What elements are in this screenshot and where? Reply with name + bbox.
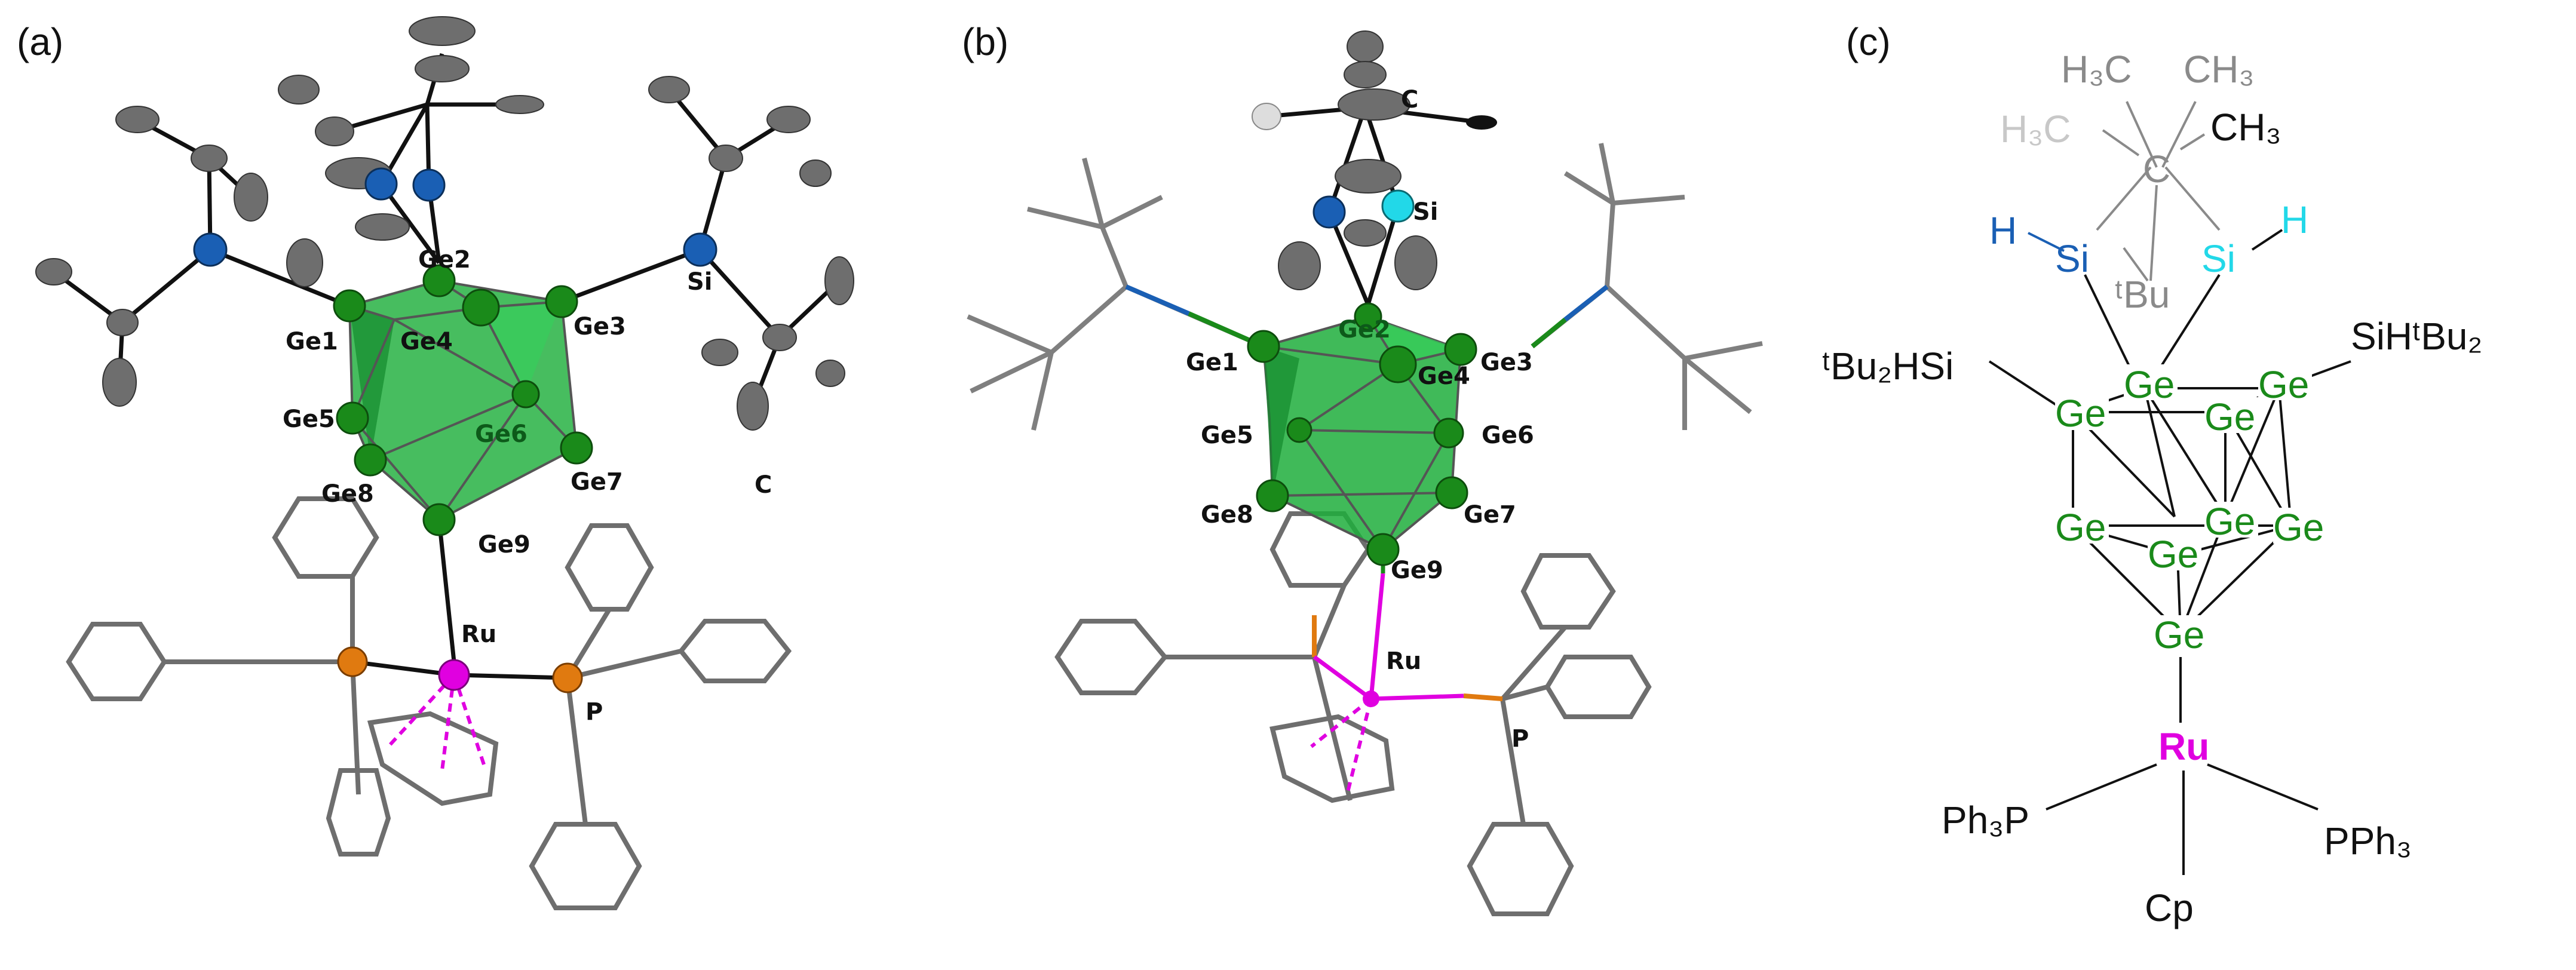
panel-b-label-si: Si — [1413, 198, 1439, 226]
panel-b-label-ru: Ru — [1386, 647, 1421, 675]
panel-c-h-si-bond-right — [2251, 229, 2283, 251]
panel-c-h3c-top: H₃C — [2061, 48, 2132, 91]
panel-a-label-ge3: Ge3 — [574, 313, 626, 340]
panel-c-ph3p: Ph₃P — [1942, 799, 2029, 842]
panel-b-label-ge5: Ge5 — [1201, 422, 1253, 449]
panel-c-h-si-bond-left — [2028, 232, 2065, 252]
panel-c-ch3-top: CH₃ — [2184, 48, 2255, 91]
panel-a-p-atom-right — [552, 662, 583, 693]
panel-a-ge9-cluster — [333, 264, 593, 536]
panel-b-structure: Ge1 Ge2 Ge3 Ge4 Ge5 Ge6 Ge7 Ge8 Ge9 Si C… — [967, 30, 1763, 916]
panel-a-ru-cp-bonds — [387, 673, 486, 771]
panel-c-ge-4: Ge — [2204, 395, 2255, 438]
panel-b-label-ge7: Ge7 — [1464, 501, 1516, 529]
panel-a-label-ru: Ru — [461, 621, 496, 648]
panel-label-c: (c) — [1846, 20, 1891, 63]
panel-b-si-atom-blue — [1312, 195, 1346, 229]
panel-c-ge-5: Ge — [2204, 500, 2255, 543]
panel-a-label-si: Si — [687, 268, 713, 296]
panel-a-label-ge8: Ge8 — [321, 480, 374, 508]
panel-b-ru-cp-dashes — [1310, 697, 1373, 795]
panel-c-ch3-right: CH₃ — [2210, 106, 2281, 149]
panel-b-ru-atom — [1363, 690, 1379, 707]
panel-b-label-p: P — [1511, 725, 1529, 753]
panel-label-b: (b) — [962, 20, 1008, 63]
panel-b-si-atom-cyan — [1381, 189, 1415, 223]
panel-c-ge-6: Ge — [2055, 506, 2106, 549]
panel-c-substituent-right: SiHᵗBu₂ — [2351, 315, 2482, 358]
panel-c-schematic: H₃C CH₃ H₃C CH₃ C H Si ᵗBu Si H ᵗBu₂HSi … — [1822, 48, 2482, 929]
panel-a-labels: Ge1 Ge2 Ge3 Ge4 Ge5 Ge6 Ge7 Ge8 Ge9 Si C… — [283, 246, 772, 726]
panel-c-ge-3: Ge — [2055, 392, 2106, 435]
panel-b-ge9-cluster — [1247, 302, 1477, 566]
panel-a-label-ge4: Ge4 — [400, 328, 453, 355]
panel-a-label-p: P — [585, 698, 603, 726]
panel-a-n-atom-top2 — [412, 168, 446, 202]
panel-a-label-ge5: Ge5 — [283, 406, 335, 433]
panel-label-a: (a) — [17, 20, 63, 63]
panel-a-label-ge6: Ge6 — [475, 420, 528, 448]
panel-b-orange-bonds — [1312, 615, 1503, 701]
panel-a-n-atom-left — [193, 232, 228, 267]
panel-c-ge-8: Ge — [2148, 533, 2198, 576]
panel-a-phenyls — [66, 496, 792, 910]
panel-c-ge-labels: Ge Ge Ge Ge Ge Ge Ge Ge Ge — [2055, 363, 2327, 656]
panel-b-label-ge8: Ge8 — [1201, 501, 1253, 529]
panel-b-label-ge9: Ge9 — [1391, 557, 1443, 584]
panel-c-ge-9: Ge — [2154, 613, 2204, 656]
panel-c-tbu: ᵗBu — [2115, 273, 2170, 316]
panel-c-c-center: C — [2143, 148, 2170, 191]
panel-a-n-atom-top1 — [364, 167, 398, 201]
panel-c-h3c-left: H₃C — [2000, 108, 2071, 151]
panel-c-gray-bonds — [2096, 101, 2221, 282]
panel-a-p-atom-left — [337, 646, 368, 677]
panel-c-ge-1: Ge — [2124, 363, 2175, 406]
panel-b-label-ge6: Ge6 — [1482, 422, 1534, 449]
panel-b-label-ge2: Ge2 — [1338, 316, 1391, 343]
panel-a-ru-p-bonds — [352, 659, 568, 680]
panel-c-h-right: H — [2281, 198, 2308, 241]
panel-c-substituent-left: ᵗBu₂HSi — [1822, 345, 1954, 388]
panel-a-label-c: C — [755, 471, 772, 499]
panel-b-label-ge3: Ge3 — [1480, 349, 1533, 376]
panel-c-si-right: Si — [2201, 237, 2235, 280]
panel-b-labels: Ge1 Ge2 Ge3 Ge4 Ge5 Ge6 Ge7 Ge8 Ge9 Si C… — [1186, 86, 1534, 753]
panel-c-h-left: H — [1989, 209, 2017, 252]
panel-b-phenyls — [1054, 511, 1652, 916]
panel-a-label-ge1: Ge1 — [286, 328, 338, 355]
panel-a-structure: Ge1 Ge2 Ge3 Ge4 Ge5 Ge6 Ge7 Ge8 Ge9 Si C… — [35, 16, 854, 910]
panel-b-label-ge4: Ge4 — [1418, 363, 1470, 390]
panel-a-label-ge7: Ge7 — [571, 468, 623, 496]
panel-b-ru-bonds — [1312, 573, 1464, 701]
panel-a-label-ge9: Ge9 — [478, 531, 530, 558]
panel-a-ellipsoids — [35, 16, 854, 431]
panel-c-ge-2: Ge — [2258, 363, 2309, 406]
panel-a-si-atom — [683, 232, 717, 267]
panel-b-top-bonds — [1266, 105, 1482, 306]
panel-c-cp: Cp — [2145, 886, 2194, 929]
panel-c-pph3: PPh₃ — [2324, 819, 2412, 862]
panel-b-label-ge1: Ge1 — [1186, 349, 1238, 376]
panel-c-ru: Ru — [2158, 725, 2209, 768]
panel-b-label-c: C — [1401, 86, 1418, 113]
panel-b-black-ellipsoid — [1466, 115, 1497, 130]
panel-c-si-left: Si — [2055, 237, 2089, 280]
panel-c-ge-7: Ge — [2273, 506, 2324, 549]
panel-a-label-ge2: Ge2 — [418, 246, 471, 274]
panel-b-blue-segments — [1125, 284, 1609, 322]
panel-b-h-atom — [1252, 103, 1281, 130]
panel-b-ellipsoids — [1278, 30, 1437, 290]
panel-a-ru-atom — [438, 659, 470, 691]
